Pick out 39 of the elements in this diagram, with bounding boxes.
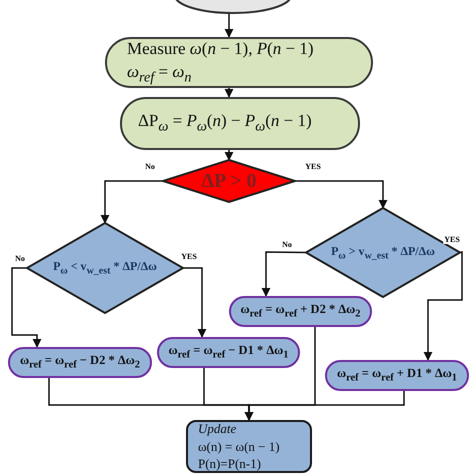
- decision-diamond: [163, 160, 295, 202]
- process-box: [105, 37, 373, 88]
- rounded-box: [157, 337, 300, 368]
- decision-diamond: [306, 208, 460, 297]
- arrow: [183, 267, 206, 338]
- arrow: [224, 150, 234, 161]
- decision-diamond: [27, 223, 183, 313]
- node-text: ΔP$_{ω}$ = P$_{ω}$(n) − P$_{ω}$(n − 1): [138, 110, 312, 137]
- node-text: P$_{ω}$ < v$_{w_est}$ * ΔP/Δω: [53, 258, 157, 278]
- node-text: ω$_{ref}$ = ω$_{ref}$ − D2 * Δω$_{2}$: [20, 352, 140, 373]
- node-text: P(n)=P(n-1): [198, 455, 261, 473]
- arrow: [224, 13, 234, 38]
- arrow: [244, 391, 405, 421]
- arrow: [100, 180, 163, 224]
- edge-label: YES: [304, 163, 322, 171]
- node-text: ω$_{ref}$ = ω$_{n}$: [127, 60, 192, 88]
- node-text: ω$_{ref}$ = ω$_{ref}$ + D1 * Δω$_{1}$: [336, 365, 457, 386]
- rounded-box: [325, 360, 469, 391]
- node-text: P$_{ω}$ > v$_{w_est}$ * ΔP/Δω: [331, 242, 435, 262]
- node-text: Update: [198, 420, 236, 438]
- process-box: [120, 97, 360, 150]
- process-box: [186, 420, 312, 473]
- arrow: [224, 88, 234, 98]
- edge-label: YES: [180, 253, 198, 261]
- edge-label: No: [281, 241, 293, 249]
- arrow: [262, 251, 306, 297]
- arrow: [424, 251, 463, 361]
- node-text: ΔP > 0: [201, 168, 257, 194]
- rounded-box: [8, 347, 152, 378]
- node-text: ω$_{ref}$ = ω$_{ref}$ − D1 * Δω$_{1}$: [168, 342, 288, 363]
- arrow: [295, 180, 388, 209]
- edge-label: No: [144, 163, 156, 171]
- node-text: ω$_{ref}$ = ω$_{ref}$ + D2 * Δω$_{2}$: [240, 301, 360, 322]
- node-text: ω(n) = ω(n − 1): [198, 438, 280, 456]
- edge-label: YES: [443, 236, 461, 244]
- edge-label: No: [14, 255, 26, 263]
- rounded-box: [229, 296, 372, 327]
- arrow: [11, 267, 42, 348]
- node-text: Measure ω(n − 1), P(n − 1): [127, 38, 314, 60]
